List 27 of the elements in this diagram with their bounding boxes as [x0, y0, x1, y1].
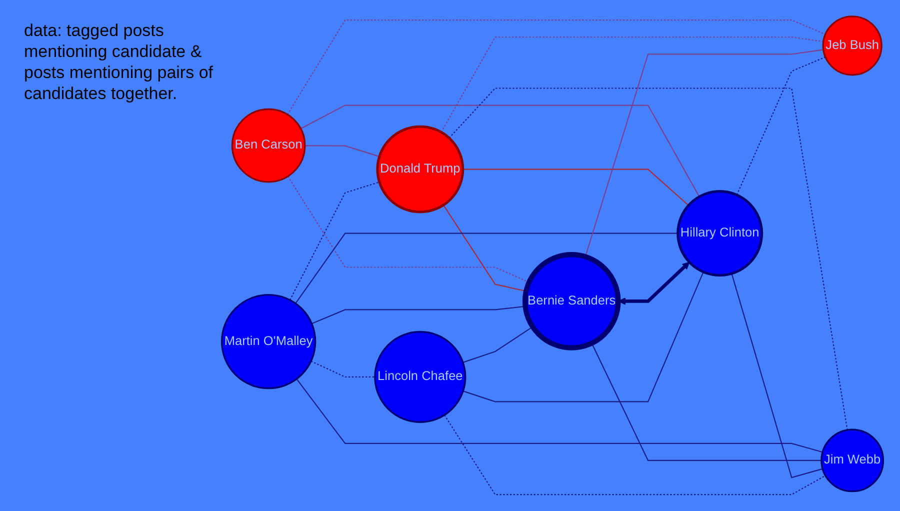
connector — [462, 326, 533, 363]
connector — [300, 104, 700, 197]
connector — [443, 204, 526, 292]
node-circle: Donald Trump — [376, 125, 464, 214]
connector — [448, 88, 848, 430]
title: data: tagged posts mentioning candidate & posts mentioning pairs of candidates together. — [24, 20, 214, 104]
connector — [304, 145, 380, 158]
connector — [736, 56, 826, 196]
connector — [731, 273, 823, 478]
connector — [591, 343, 822, 462]
node-circle: Bernie Sanders — [522, 252, 621, 350]
node-circle: Jeb Bush — [822, 16, 882, 76]
node-circle: Ben Carson — [231, 108, 306, 183]
node-circle: Jim Webb — [820, 428, 884, 492]
connector — [289, 182, 380, 300]
connector — [287, 20, 826, 115]
connector — [462, 272, 704, 402]
node-circle: Martin O'Malley — [220, 294, 316, 390]
connector — [440, 36, 824, 132]
connector — [310, 360, 375, 378]
connector — [444, 414, 826, 496]
connector — [462, 168, 689, 206]
connector — [296, 378, 823, 453]
connector — [295, 232, 678, 304]
arrow — [618, 262, 690, 305]
node-circle: Lincoln Chafee — [374, 330, 466, 423]
node-circle: Hillary Clinton — [676, 190, 764, 277]
